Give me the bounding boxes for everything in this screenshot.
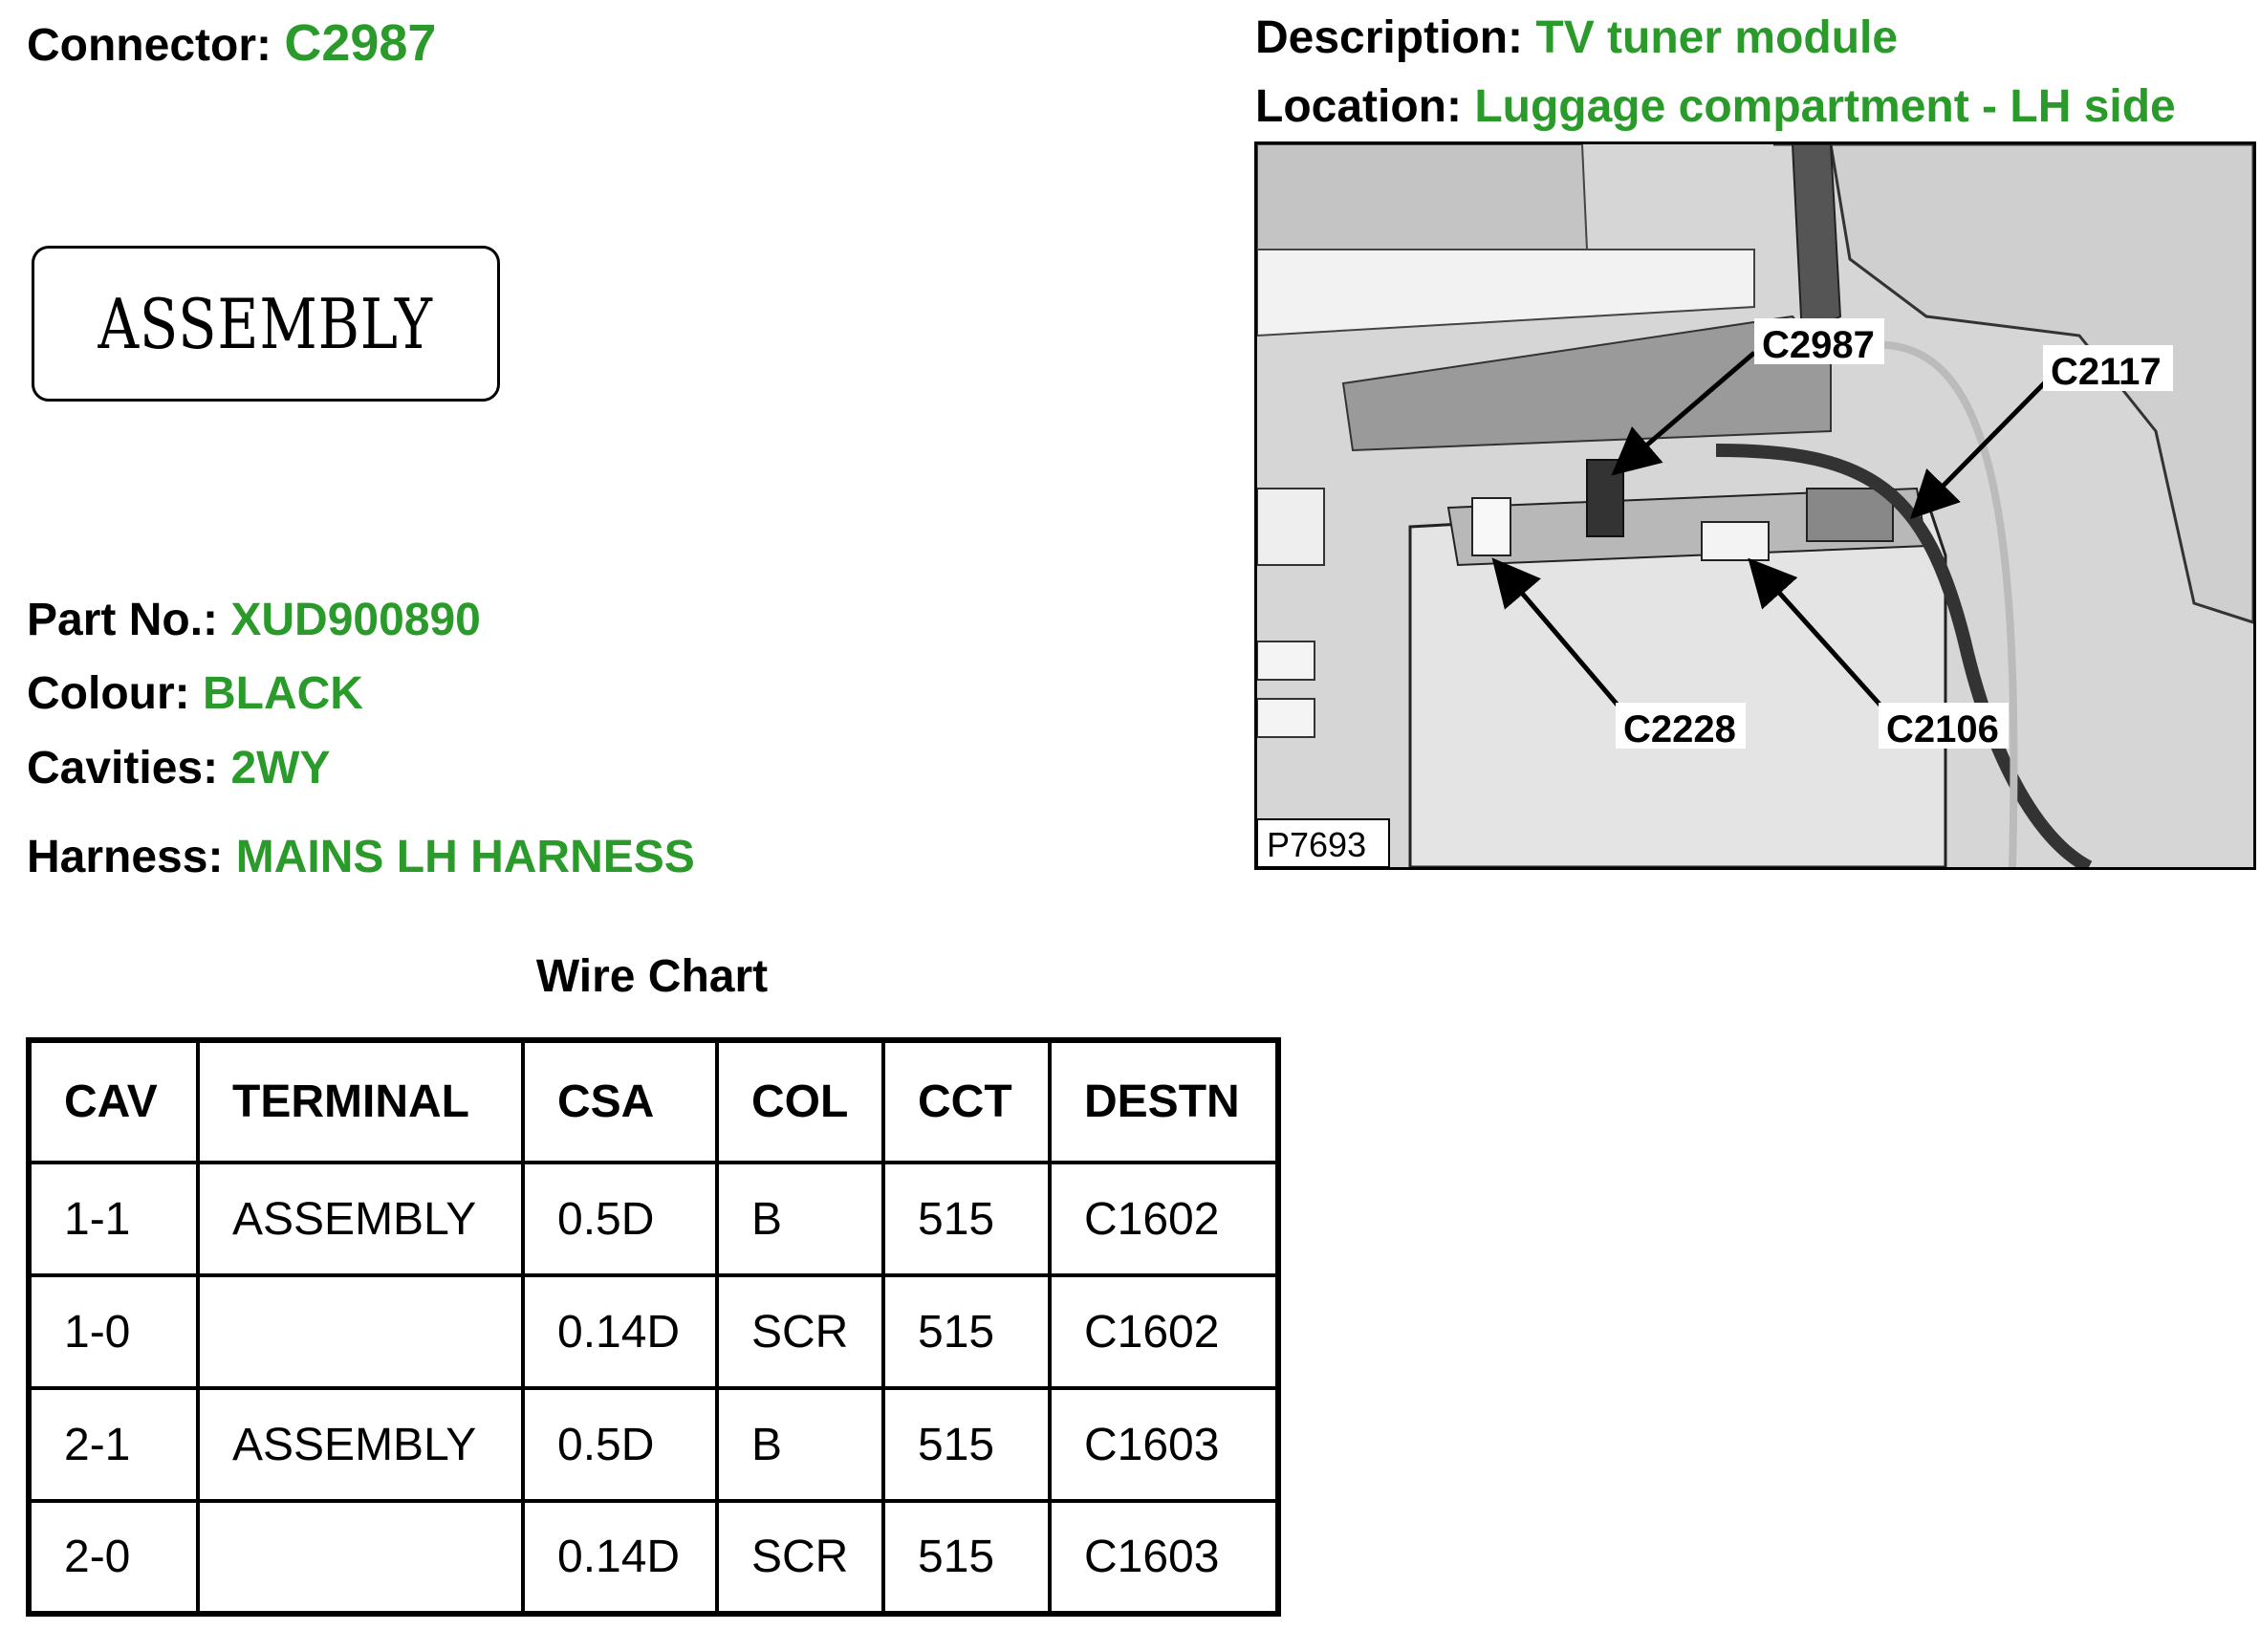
connector-label: Connector: [27, 20, 272, 71]
cell-destn: C1602 [1048, 1161, 1280, 1277]
header-cav: CAV [27, 1038, 200, 1164]
cell-csa: 0.14D [521, 1499, 719, 1616]
cell-csa: 0.14D [521, 1273, 719, 1390]
connector-value: C2987 [284, 14, 437, 72]
header-cct: CCT [881, 1038, 1052, 1164]
cell-cct: 515 [881, 1161, 1052, 1277]
callout-c2228: C2228 [1623, 708, 1736, 750]
cell-col: SCR [715, 1499, 885, 1616]
wire-chart-table: CAV TERMINAL CSA COL CCT DESTN 1-1 ASSEM… [26, 1037, 1281, 1617]
header-destn: DESTN [1048, 1038, 1280, 1164]
cell-cav: 2-0 [27, 1499, 200, 1616]
cell-destn: C1603 [1048, 1499, 1280, 1616]
cell-cav: 2-1 [27, 1386, 200, 1503]
colour-field: Colour: BLACK [27, 671, 363, 717]
assembly-label-box: ASSEMBLY [32, 246, 500, 402]
location-value: Luggage compartment - LH side [1474, 81, 2176, 132]
cell-cct: 515 [881, 1273, 1052, 1390]
cell-destn: C1602 [1048, 1273, 1280, 1390]
colour-label: Colour: [27, 668, 190, 719]
wire-chart-title: Wire Chart [535, 951, 769, 1002]
description-field: Description: TV tuner module [1255, 15, 1898, 61]
header-col: COL [715, 1038, 885, 1164]
table-header-row: CAV TERMINAL CSA COL CCT DESTN [27, 1038, 1280, 1164]
cell-csa: 0.5D [521, 1161, 719, 1277]
harness-label: Harness: [27, 832, 224, 882]
cell-col: B [715, 1161, 885, 1277]
figure-id: P7693 [1267, 825, 1366, 864]
cell-destn: C1603 [1048, 1386, 1280, 1503]
cell-cct: 515 [881, 1386, 1052, 1503]
cavities-field: Cavities: 2WY [27, 746, 330, 792]
cell-col: SCR [715, 1273, 885, 1390]
table-row: 1-1 ASSEMBLY 0.5D B 515 C1602 [27, 1161, 1280, 1277]
cell-terminal: ASSEMBLY [196, 1161, 525, 1277]
table-row: 1-0 0.14D SCR 515 C1602 [27, 1273, 1280, 1390]
cell-cav: 1-0 [27, 1273, 200, 1390]
callout-c2117: C2117 [2051, 351, 2162, 393]
location-label: Location: [1255, 81, 1462, 132]
assembly-box-text: ASSEMBLY [98, 283, 434, 364]
cell-cct: 515 [881, 1499, 1052, 1616]
callout-c2106: C2106 [1886, 708, 1999, 750]
table-row: 2-0 0.14D SCR 515 C1603 [27, 1499, 1280, 1616]
harness-field: Harness: MAINS LH HARNESS [27, 835, 695, 880]
cavities-label: Cavities: [27, 743, 219, 793]
cell-terminal: ASSEMBLY [196, 1386, 525, 1503]
cell-terminal [196, 1499, 525, 1616]
part-no-value: XUD900890 [230, 595, 481, 645]
cavities-value: 2WY [230, 743, 331, 793]
cell-csa: 0.5D [521, 1386, 719, 1503]
header-terminal: TERMINAL [196, 1038, 525, 1164]
location-photo: C2987 C2117 C2228 C2106 P7693 [1254, 141, 2256, 870]
connector-field: Connector: C2987 [27, 17, 436, 69]
cell-cav: 1-1 [27, 1161, 200, 1277]
table-row: 2-1 ASSEMBLY 0.5D B 515 C1603 [27, 1386, 1280, 1503]
callout-c2987: C2987 [1762, 324, 1875, 366]
part-no-label: Part No.: [27, 595, 219, 645]
cell-col: B [715, 1386, 885, 1503]
header-csa: CSA [521, 1038, 719, 1164]
location-field: Location: Luggage compartment - LH side [1255, 84, 2176, 130]
description-label: Description: [1255, 12, 1524, 63]
colour-value: BLACK [202, 668, 363, 719]
harness-value: MAINS LH HARNESS [235, 832, 695, 882]
description-value: TV tuner module [1535, 12, 1899, 63]
cell-terminal [196, 1273, 525, 1390]
location-illustration: C2987 C2117 C2228 C2106 P7693 [1257, 144, 2253, 867]
part-no-field: Part No.: XUD900890 [27, 598, 481, 643]
